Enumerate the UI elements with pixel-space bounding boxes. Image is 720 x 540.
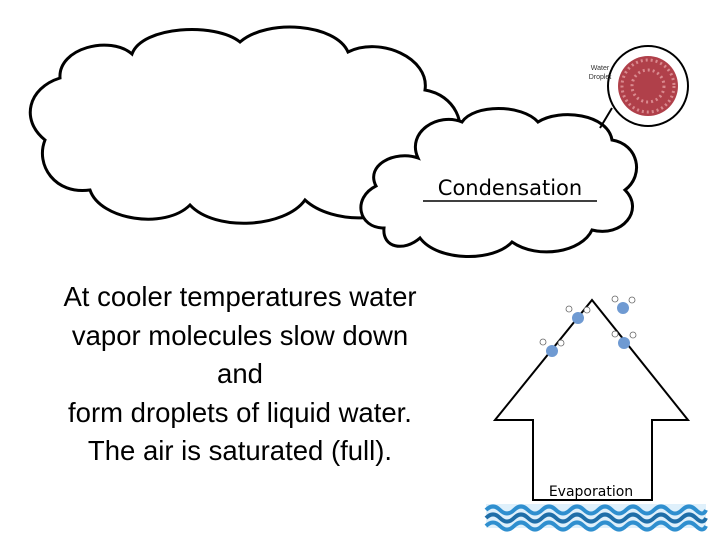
- droplet-label-line2: Droplet: [589, 74, 612, 81]
- text-line: and: [217, 358, 263, 389]
- text-line: vapor molecules slow down: [71, 319, 409, 351]
- small-cloud: [359, 107, 639, 258]
- evaporation-arrow: [492, 298, 691, 501]
- text-line: The air is saturated (full).: [87, 435, 393, 466]
- text-line: At cooler temperatures water: [63, 281, 417, 312]
- water-droplet: [618, 56, 678, 116]
- droplet-texture-inner: [630, 68, 666, 104]
- water-molecule: [565, 305, 591, 324]
- condensation-label: Condensation: [438, 176, 582, 200]
- explanation-text: At cooler temperatures water vapor molec…: [18, 278, 462, 471]
- droplet-label-line1: Water: [591, 65, 610, 72]
- water-waves: [484, 504, 708, 532]
- water-molecule: [539, 338, 565, 357]
- text-line: form droplets of liquid water.: [68, 396, 412, 428]
- water-molecule: [611, 330, 637, 349]
- water-molecule: [611, 295, 636, 314]
- zoom-pointer-line: [599, 107, 613, 129]
- droplet-texture: [620, 58, 676, 114]
- evaporation-label: Evaporation: [549, 484, 633, 500]
